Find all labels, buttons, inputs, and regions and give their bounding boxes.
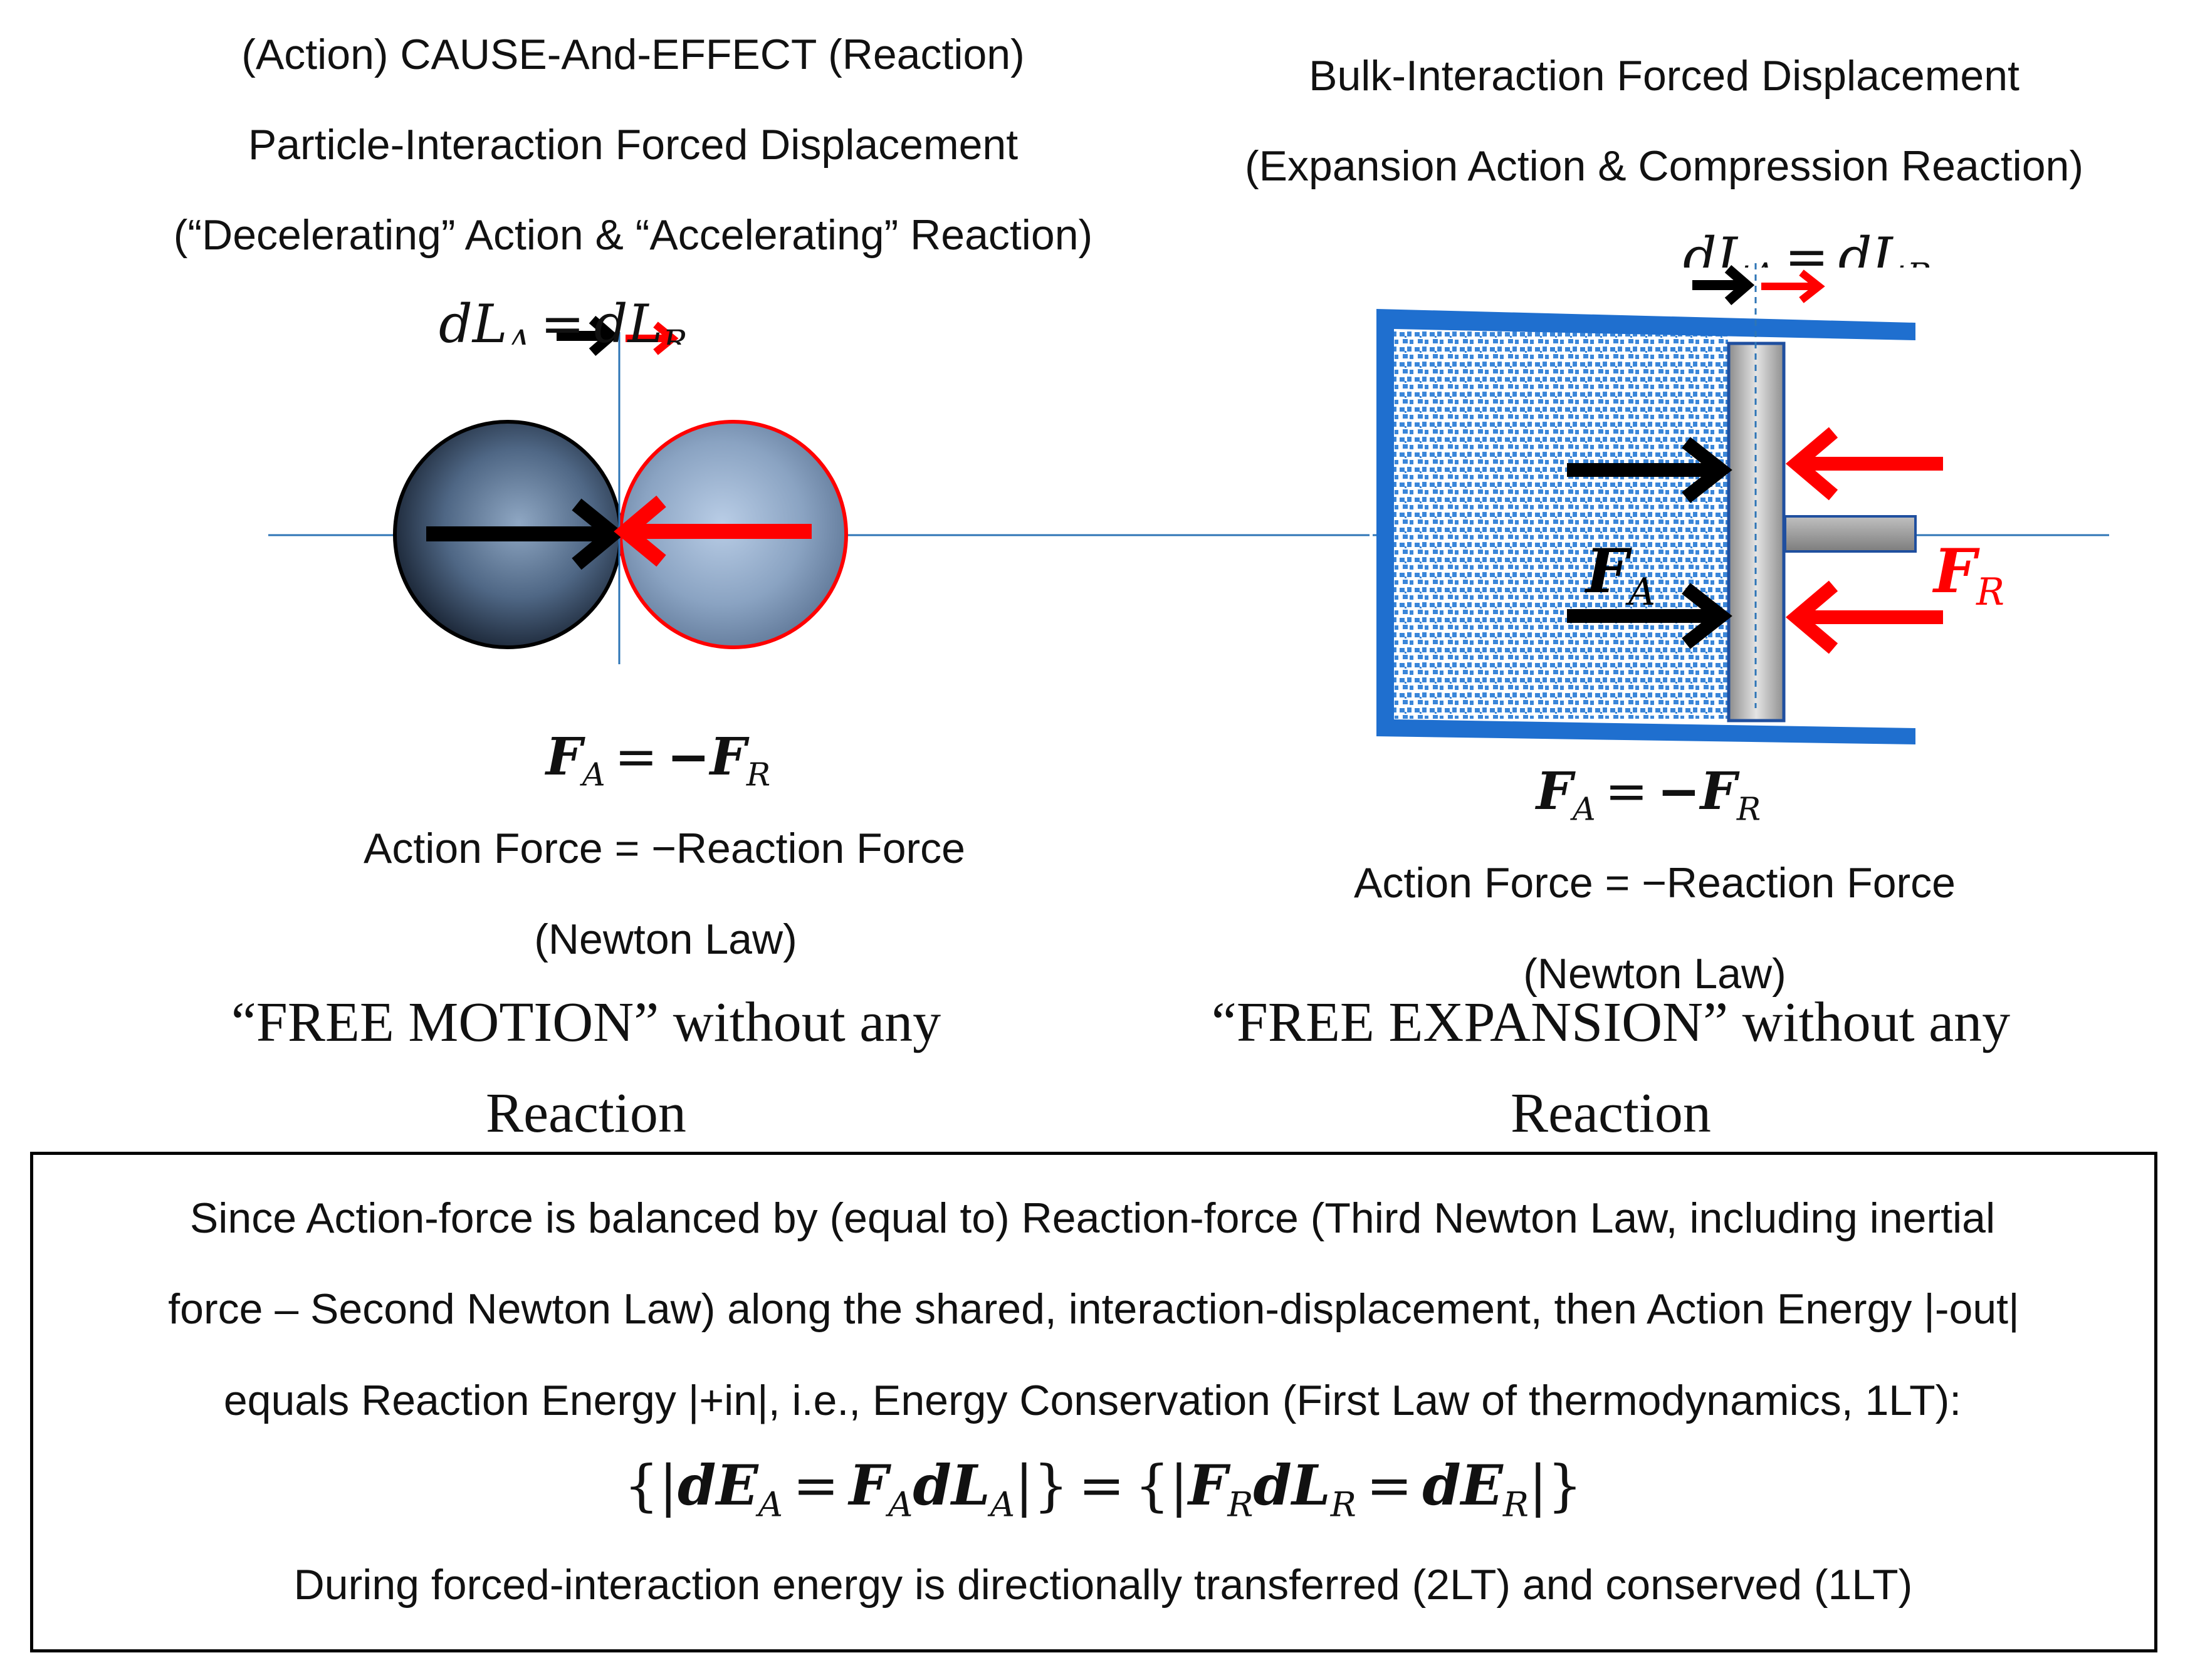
piston-rod: [1784, 515, 1917, 553]
left-title-line2: Particle-Interaction Forced Displacement: [248, 121, 1019, 169]
right-disp-op: =: [1784, 229, 1829, 268]
reaction-force-arrow-upper: [1785, 427, 1943, 501]
action-force-arrow-upper: [1567, 437, 1732, 503]
eq-dLA: dL: [913, 1453, 990, 1518]
right-action-force-label: FA: [1586, 536, 1655, 614]
right-force-text: Action Force = −Reaction Force: [1353, 859, 1956, 907]
summary-line3: equals Reaction Energy |+in|, i.e., Ener…: [223, 1377, 1962, 1424]
left-law-text: (Newton Law): [534, 916, 797, 963]
eq-FA-sub: A: [888, 1484, 913, 1525]
right-eq-rhs-sub: R: [1736, 790, 1761, 828]
eq-open1: {|: [624, 1453, 678, 1518]
right-eq-lhs: F: [1536, 761, 1573, 822]
right-action-sub: A: [1628, 571, 1656, 615]
summary-line2: force – Second Newton Law) along the sha…: [168, 1285, 2020, 1333]
left-disp-lhs: dL: [439, 293, 508, 345]
left-eq-rhs: −F: [666, 727, 747, 787]
displacement-arrow-reaction-left: [626, 321, 679, 355]
eq-dLR-sub: R: [1330, 1484, 1356, 1525]
right-action-sym: F: [1586, 536, 1629, 607]
left-free-line1: “FREE MOTION” without any: [231, 991, 941, 1053]
right-title-line2: (Expansion Action & Compression Reaction…: [1245, 142, 2083, 190]
eq-FA: F: [849, 1453, 888, 1518]
displacement-arrow-reaction-right: [1761, 269, 1825, 303]
right-reaction-force-label: FR: [1934, 536, 2004, 614]
right-reaction-sym: F: [1934, 536, 1977, 607]
eq-dER: dE: [1422, 1453, 1503, 1518]
eq-FR-sub: R: [1227, 1484, 1254, 1525]
summary-line1: Since Action-force is balanced by (equal…: [189, 1194, 1996, 1242]
right-disp-rhs: dL: [1838, 229, 1907, 268]
eq-open2: {|: [1134, 1453, 1188, 1518]
right-disp-rhs-sub: R: [1907, 257, 1931, 268]
left-eq-lhs-sub: A: [582, 756, 605, 793]
piston: [1727, 342, 1786, 723]
left-disp-op: =: [540, 293, 585, 345]
left-force-text: Action Force = −Reaction Force: [363, 825, 966, 872]
right-eq-rhs: −F: [1657, 761, 1737, 822]
left-disp-lhs-sub: A: [507, 323, 532, 345]
left-disp-rhs-sub: R: [663, 323, 688, 345]
displacement-arrow-action-right: [1692, 264, 1755, 306]
eq-dLR: dL: [1253, 1453, 1331, 1518]
right-disp-lhs: dL: [1683, 229, 1752, 268]
right-title-line1: Bulk-Interaction Forced Displacement: [1309, 52, 2020, 100]
reaction-force-arrow-lower: [1785, 580, 1943, 654]
eq-close2: |}: [1528, 1453, 1583, 1518]
action-force-arrow-left: [426, 498, 625, 570]
left-force-equation: FA=−FR: [546, 727, 770, 793]
right-free-line2: Reaction: [1511, 1082, 1711, 1144]
left-title-line1: (Action) CAUSE-And-EFFECT (Reaction): [241, 31, 1025, 78]
eq-dEA: dE: [678, 1453, 758, 1518]
eq-eq2: =: [1078, 1453, 1125, 1518]
left-eq-op: =: [614, 728, 658, 787]
summary-line4: During forced-interaction energy is dire…: [293, 1561, 1913, 1609]
left-title-line3: (“Decelerating” Action & “Accelerating” …: [173, 211, 1093, 259]
right-eq-op: =: [1605, 762, 1648, 822]
right-disp-lhs-sub: A: [1752, 257, 1776, 268]
right-free-line1: “FREE EXPANSION” without any: [1211, 991, 2011, 1053]
left-displacement-label: dLA=dLR: [439, 293, 740, 345]
right-law-text: (Newton Law): [1523, 950, 1786, 998]
eq-dLA-sub: A: [990, 1484, 1015, 1525]
left-free-line2: Reaction: [486, 1082, 686, 1144]
gas-region: [1386, 330, 1728, 719]
left-eq-rhs-sub: R: [746, 756, 771, 793]
energy-equation: {|dEA=FAdLA|}={|FRdLR=dER|}: [624, 1453, 1582, 1525]
right-reaction-sub: R: [1976, 571, 2004, 615]
eq-close1: |}: [1015, 1453, 1069, 1518]
right-eq-lhs-sub: A: [1573, 790, 1596, 828]
right-displacement-label: dLA=dLR: [1683, 229, 1984, 268]
eq-dEA-sub: A: [758, 1484, 783, 1525]
eq-eq3: =: [1366, 1453, 1413, 1518]
summary-box: [30, 1152, 2157, 1652]
eq-FR: F: [1188, 1453, 1228, 1518]
left-eq-lhs: F: [545, 727, 583, 787]
displacement-arrow-action-left: [557, 315, 619, 357]
action-force-arrow-lower: [1567, 583, 1732, 649]
left-disp-rhs: dL: [594, 293, 663, 345]
eq-eq1: =: [792, 1453, 839, 1518]
right-force-equation: FA=−FR: [1536, 761, 1761, 827]
eq-dER-sub: R: [1502, 1484, 1529, 1525]
reaction-force-arrow-left: [614, 495, 812, 567]
